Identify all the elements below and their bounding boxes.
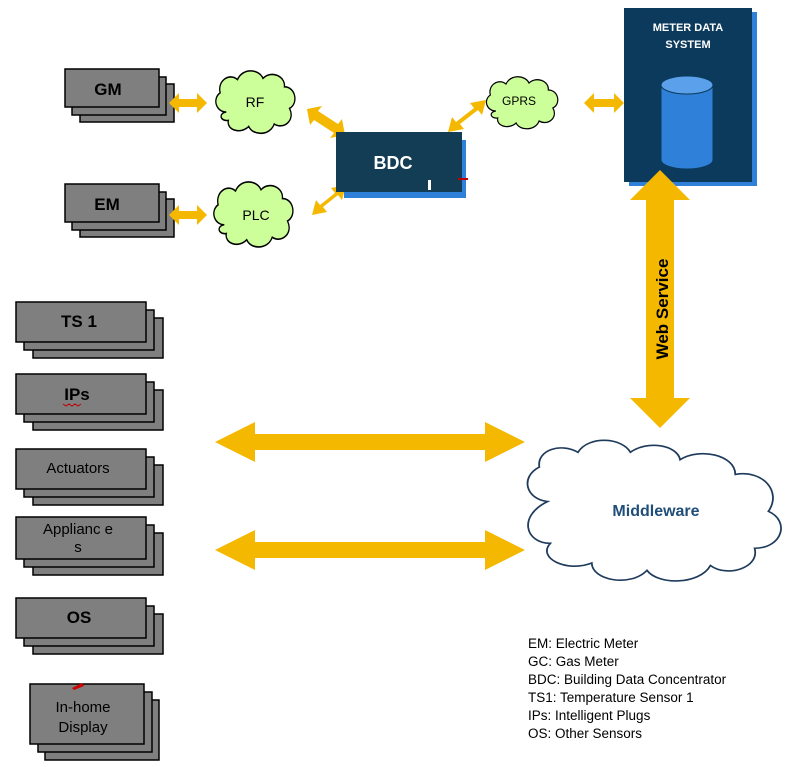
bdc-box: BDC bbox=[336, 132, 468, 198]
meter-system-line2: SYSTEM bbox=[665, 39, 710, 51]
web-service-label: Web Service bbox=[653, 259, 672, 360]
middleware-label: Middleware bbox=[612, 503, 699, 520]
legend: EM: Electric Meter GC: Gas Meter BDC: Bu… bbox=[528, 635, 726, 743]
device-gm: GM bbox=[64, 68, 175, 123]
device-os-label: OS bbox=[67, 608, 92, 627]
device-gm-label: GM bbox=[94, 80, 121, 99]
arrow-sensors-middleware-1 bbox=[215, 422, 525, 462]
device-appliances: Applianc e s bbox=[15, 516, 164, 576]
meter-data-system: METER DATA SYSTEM bbox=[624, 8, 757, 186]
arrow-sensors-middleware-2 bbox=[215, 530, 525, 570]
legend-item: BDC: Building Data Concentrator bbox=[528, 672, 727, 687]
cloud-rf: RF bbox=[215, 70, 296, 135]
arrow-bdc-gprs bbox=[448, 100, 486, 132]
cloud-plc: PLC bbox=[213, 181, 294, 248]
cloud-gprs-label: GPRS bbox=[502, 94, 536, 108]
arrow-gprs-meter bbox=[584, 93, 624, 113]
arrow-gm-rf bbox=[169, 93, 207, 113]
spellcheck-underline bbox=[62, 403, 82, 407]
meter-system-line1: METER DATA bbox=[653, 22, 724, 34]
device-actuators-label: Actuators bbox=[46, 460, 109, 477]
legend-item: EM: Electric Meter bbox=[528, 636, 639, 651]
device-os: OS bbox=[15, 597, 164, 655]
device-ts1: TS 1 bbox=[15, 301, 164, 359]
device-appliances-label-line2: s bbox=[74, 539, 82, 556]
arrow-plc-bdc bbox=[312, 185, 346, 215]
cloud-gprs: GPRS bbox=[485, 76, 559, 130]
web-service-arrow: Web Service bbox=[630, 170, 690, 428]
middleware-cloud: Middleware bbox=[526, 439, 782, 582]
device-in-home-display: In-home Display bbox=[29, 683, 160, 761]
device-ts1-label: TS 1 bbox=[61, 312, 97, 331]
legend-item: TS1: Temperature Sensor 1 bbox=[528, 690, 694, 705]
device-em: EM bbox=[64, 183, 175, 238]
legend-item: OS: Other Sensors bbox=[528, 726, 643, 741]
cloud-rf-label: RF bbox=[246, 94, 265, 110]
device-ips: IPs bbox=[15, 373, 164, 431]
arrow-em-plc bbox=[169, 205, 207, 225]
bdc-label: BDC bbox=[374, 153, 413, 173]
device-ips-label: IPs bbox=[64, 385, 90, 404]
cloud-plc-label: PLC bbox=[242, 207, 269, 223]
legend-item: IPs: Intelligent Plugs bbox=[528, 708, 651, 723]
device-em-label: EM bbox=[94, 195, 120, 214]
device-actuators: Actuators bbox=[15, 448, 164, 506]
device-display-label-line2: Display bbox=[58, 719, 108, 736]
legend-item: GC: Gas Meter bbox=[528, 654, 619, 669]
arrow-rf-bdc bbox=[307, 106, 345, 138]
device-appliances-label-line1: Applianc e bbox=[43, 521, 113, 538]
database-icon bbox=[660, 75, 714, 170]
device-display-label-line1: In-home bbox=[55, 699, 110, 716]
red-mark bbox=[72, 683, 84, 690]
